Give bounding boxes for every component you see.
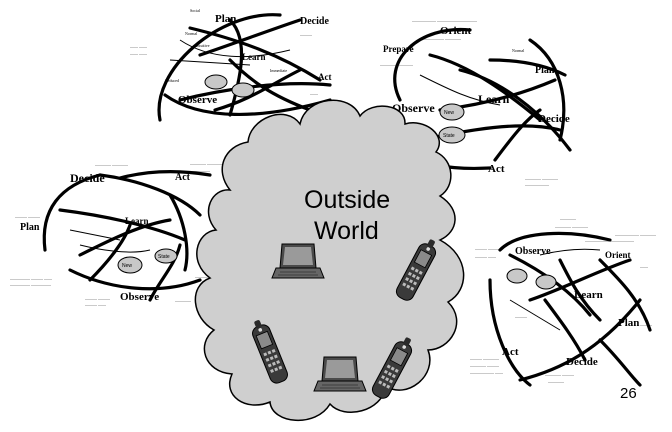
label-act: Act bbox=[488, 163, 505, 175]
svg-text:—— ——: —— —— bbox=[129, 44, 148, 49]
label-observe: Observe bbox=[392, 101, 435, 115]
svg-text:———— ————: ———— ———— bbox=[379, 62, 414, 67]
svg-text:——————: —————— bbox=[524, 182, 550, 187]
label-decide: Decide bbox=[566, 356, 598, 368]
svg-text:—— ——: —— —— bbox=[129, 51, 148, 56]
label-decide: Decide bbox=[538, 113, 570, 125]
label-orient: Orient bbox=[440, 25, 471, 37]
svg-text:————— ——— ——: ————— ——— —— bbox=[9, 276, 53, 281]
svg-text:State: State bbox=[158, 254, 170, 260]
svg-text:———— ————: ———— ———— bbox=[189, 161, 224, 166]
svg-text:———: ——— bbox=[639, 322, 653, 327]
label-orient: Orient bbox=[605, 250, 631, 260]
svg-text:———— ———: ———— ——— bbox=[469, 363, 500, 368]
svg-text:————: ———— bbox=[547, 379, 565, 384]
svg-text:Intuitive: Intuitive bbox=[196, 43, 210, 48]
new-node bbox=[439, 103, 465, 121]
label-learn: Learn bbox=[574, 289, 603, 301]
svg-text:——— ——: ——— —— bbox=[474, 254, 497, 259]
cloud-title-line2: World bbox=[314, 217, 379, 245]
svg-text:————: ———— bbox=[559, 216, 577, 221]
svg-text:—————— ——————: —————— —————— bbox=[584, 238, 635, 243]
label-learn: Learn bbox=[242, 52, 266, 62]
label-decide: Decide bbox=[300, 16, 329, 27]
svg-text:—————— ——————————: —————— —————————— bbox=[411, 18, 478, 23]
page-number: 26 bbox=[620, 385, 637, 402]
svg-text:——— ————: ——— ———— bbox=[469, 356, 500, 361]
label-plan: Plan bbox=[215, 13, 236, 25]
diagram-left: New State Decide Act Plan Learn Observe … bbox=[9, 161, 224, 307]
label-plan: Plan bbox=[20, 222, 40, 233]
label-learn: Learn bbox=[125, 216, 149, 226]
svg-text:Immediate: Immediate bbox=[270, 68, 287, 73]
label-observe: Observe bbox=[120, 291, 159, 303]
svg-text:Normal: Normal bbox=[185, 31, 198, 36]
svg-text:State: State bbox=[443, 133, 455, 139]
label-act: Act bbox=[175, 172, 191, 183]
svg-text:——— ———: ——— ——— bbox=[474, 246, 501, 251]
svg-text:New: New bbox=[444, 110, 454, 116]
label-plan: Plan bbox=[618, 317, 639, 329]
svg-text:New: New bbox=[122, 263, 132, 269]
diagram-bottom-right: Observe Orient Learn Plan Decide Act ———… bbox=[469, 216, 657, 387]
svg-text:———— ————: ———— ———— bbox=[524, 176, 559, 181]
svg-text:———— ————: ———— ———— bbox=[554, 224, 589, 229]
svg-text:———— ————: ———— ———— bbox=[94, 162, 129, 167]
label-observe: Observe bbox=[178, 94, 217, 106]
new-node bbox=[117, 256, 143, 274]
label-observe: Observe bbox=[515, 246, 551, 257]
svg-text:——: —— bbox=[309, 91, 319, 96]
state-node bbox=[204, 74, 228, 90]
svg-text:Normal: Normal bbox=[512, 48, 525, 53]
label-act: Act bbox=[502, 346, 519, 358]
svg-text:———: ——— bbox=[514, 314, 528, 319]
svg-text:Reduced: Reduced bbox=[165, 78, 179, 83]
state-node bbox=[506, 268, 528, 284]
label-prepare: Prepare bbox=[383, 44, 414, 54]
state-node bbox=[438, 126, 466, 144]
label-plan: Plan bbox=[535, 65, 555, 76]
svg-text:——— ——: ——— —— bbox=[84, 302, 107, 307]
svg-text:———: ——— bbox=[299, 32, 313, 37]
state-node bbox=[535, 274, 557, 290]
svg-text:—————: ————— bbox=[194, 274, 216, 279]
state-node bbox=[154, 248, 178, 264]
label-decide: Decide bbox=[70, 171, 105, 185]
svg-text:—————: ————— bbox=[189, 168, 211, 173]
label-learn: Learn bbox=[478, 92, 510, 106]
state-node bbox=[231, 82, 255, 98]
svg-text:————— —————: ————— ————— bbox=[9, 282, 52, 287]
cloud-title-line1: Outside bbox=[304, 186, 391, 214]
svg-text:——— ———: ——— ——— bbox=[14, 214, 41, 219]
svg-text:——— ———: ——— ——— bbox=[84, 296, 111, 301]
svg-text:——: —— bbox=[639, 264, 649, 269]
svg-text:—————— ————: —————— ———— bbox=[419, 36, 462, 41]
cloud-title: Outside World bbox=[288, 185, 438, 247]
svg-text:———— ———: ———— ——— bbox=[544, 372, 575, 377]
svg-text:—————— ————: —————— ———— bbox=[614, 232, 657, 237]
svg-text:————: ———— bbox=[174, 298, 192, 303]
diagram-top-left: Plan Decide Learn Act Observe Social Nor… bbox=[129, 8, 332, 122]
svg-text:Social: Social bbox=[190, 8, 201, 13]
label-act: Act bbox=[318, 72, 332, 82]
svg-text:—————— ——: —————— —— bbox=[469, 370, 504, 375]
